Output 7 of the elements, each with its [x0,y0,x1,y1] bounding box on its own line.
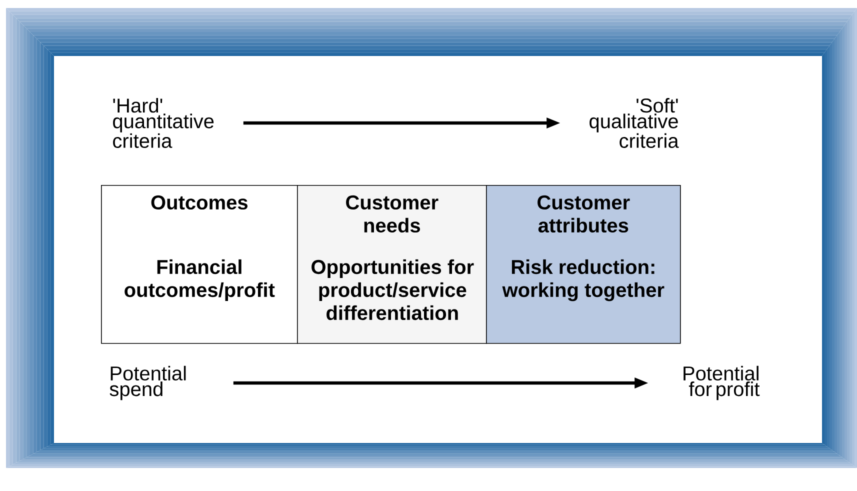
needs-box: Customer needs Opportunities for product/service differentiation [297,185,487,344]
criteria-text: 'Soft' qualitative criteria [590,98,679,148]
criteria-text: 'Hard' quantitative criteria [113,98,214,148]
outcomes-box: Outcomes Financial outcomes/profit [101,185,298,344]
potential-text: Potential spend [110,366,186,400]
potential-text: Potential for profit [684,366,760,400]
attributes-box: Customer attributes Risk reduction: working together [486,185,681,344]
